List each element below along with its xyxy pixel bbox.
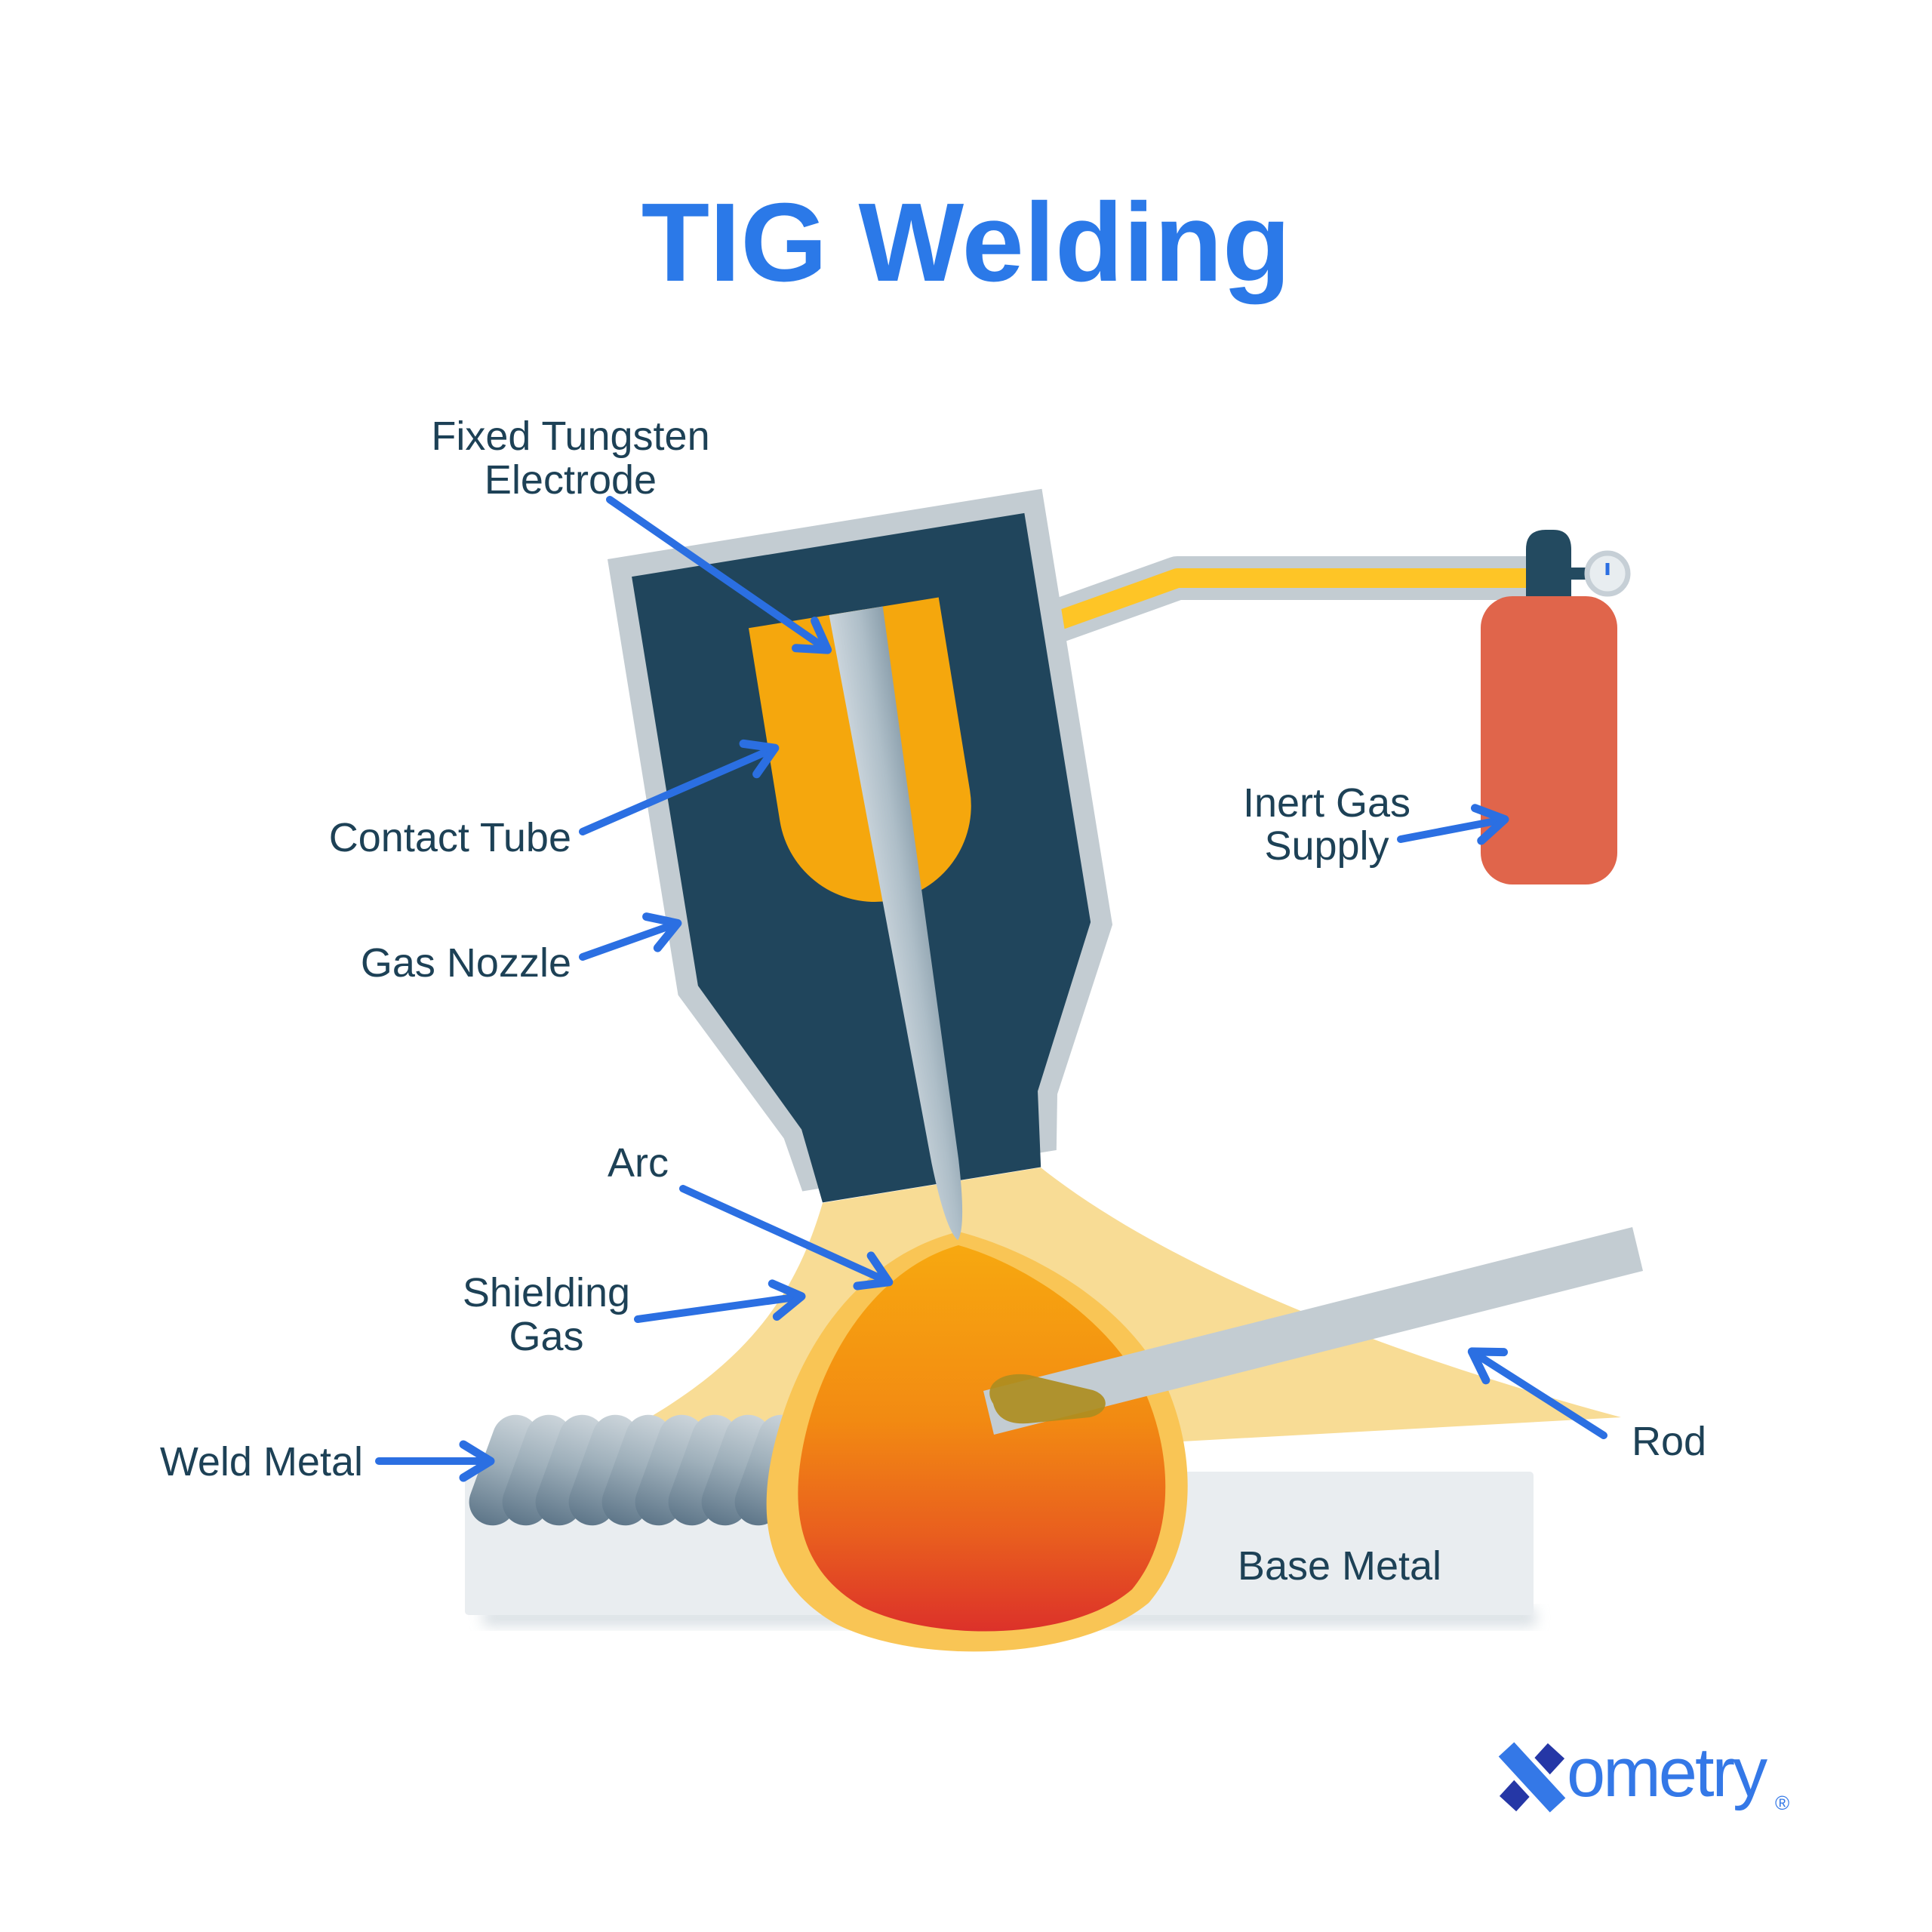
electrode-arrow xyxy=(606,496,832,654)
shielding-gas-arrow xyxy=(634,1279,806,1323)
label-inert-gas-supply-line1: Inert Gas xyxy=(1243,780,1411,826)
filler-rod xyxy=(983,1227,1643,1435)
contact-tube-arrow xyxy=(579,739,780,835)
logo-registered-mark: ® xyxy=(1775,1792,1789,1814)
label-shielding-gas-line1: Shielding xyxy=(463,1270,630,1315)
arc-weld-pool xyxy=(798,1245,1166,1632)
arc-arrow xyxy=(679,1185,894,1291)
gas-hose-line xyxy=(1051,568,1541,632)
label-inert-gas-supply-line2: Supply xyxy=(1264,823,1389,869)
weld-bead xyxy=(668,1414,739,1526)
rod-arrow xyxy=(1467,1347,1607,1439)
weld-bead xyxy=(469,1414,540,1526)
logo-wordmark: ometry xyxy=(1567,1734,1767,1811)
logo-x-light-stroke xyxy=(1498,1742,1566,1813)
weld-bead xyxy=(502,1414,573,1526)
inert-gas-arrow xyxy=(1397,804,1509,845)
weld-bead xyxy=(635,1414,706,1526)
inert-gas-cylinder xyxy=(1481,596,1617,884)
label-fixed-tungsten-electrode-line1: Fixed Tungsten xyxy=(431,414,709,459)
label-weld-metal: Weld Metal xyxy=(160,1439,363,1484)
callout-arrows xyxy=(375,496,1607,1482)
weld-bead xyxy=(601,1414,672,1526)
gas-nozzle-arrow xyxy=(579,912,682,961)
label-contact-tube: Contact Tube xyxy=(329,815,571,860)
weld-bead xyxy=(568,1414,639,1526)
label-rod: Rod xyxy=(1632,1419,1706,1464)
label-base-metal: Base Metal xyxy=(1238,1543,1441,1589)
label-shielding-gas-line2: Gas xyxy=(509,1314,583,1359)
weld-bead xyxy=(535,1414,606,1526)
label-arc: Arc xyxy=(608,1140,669,1186)
label-gas-nozzle: Gas Nozzle xyxy=(361,940,571,986)
weld-bead xyxy=(701,1414,772,1526)
xometry-logo: ometry ® xyxy=(1495,1734,1789,1816)
tig-torch xyxy=(608,488,1113,1241)
page-title: TIG Welding xyxy=(641,180,1291,305)
label-fixed-tungsten-electrode-line2: Electrode xyxy=(485,457,657,503)
tungsten-electrode xyxy=(829,606,963,1241)
cylinder-valve xyxy=(1526,530,1571,608)
rod-molten-tip xyxy=(989,1374,1106,1424)
